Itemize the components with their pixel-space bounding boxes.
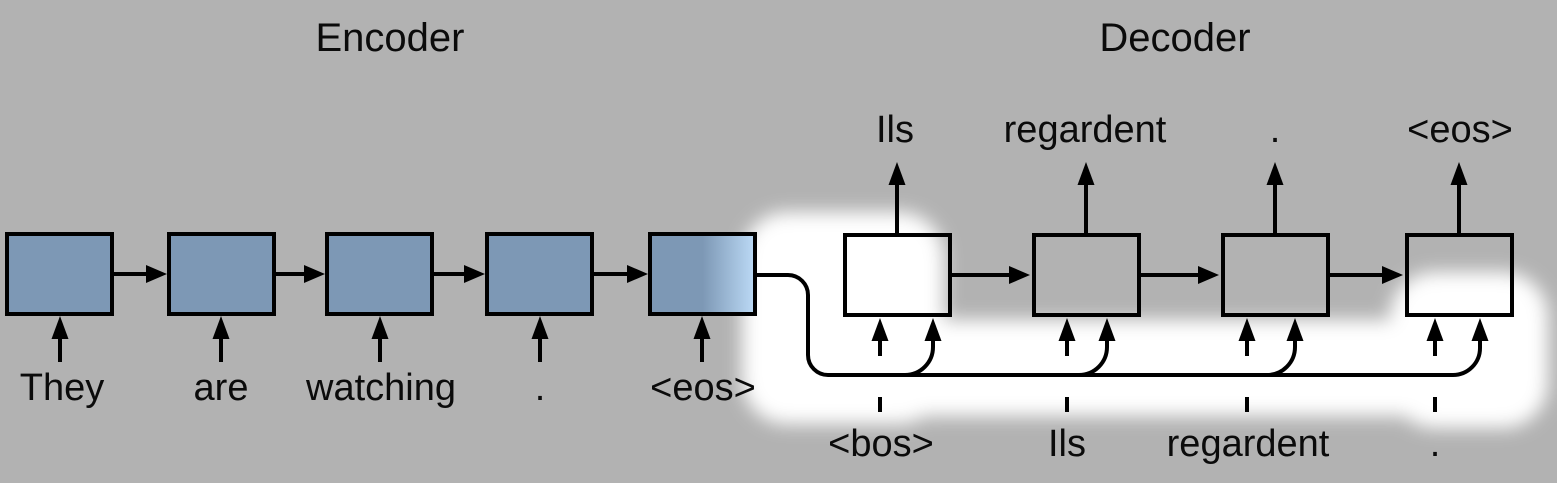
decoder-step-arrow — [1328, 266, 1403, 284]
decoder-step-arrows — [950, 266, 1403, 284]
decoder-highlight-blob — [742, 212, 1548, 428]
encoder-input-arrows — [51, 316, 711, 362]
encoder-step-arrow — [112, 265, 167, 283]
decoder-input-label: Ils — [1048, 423, 1086, 465]
decoder-input-labels: <bos> Ils regardent . — [828, 423, 1440, 465]
decoder-input-ticks — [878, 397, 1437, 412]
decoder-input-arrow — [871, 318, 889, 356]
encoder-cell-5-state — [648, 232, 757, 316]
decoder-input-label: . — [1430, 423, 1441, 465]
encoder-cell-3 — [325, 232, 434, 316]
encoder-cell-2 — [167, 232, 276, 316]
decoder-input-arrow — [1426, 318, 1444, 356]
encoder-title: Encoder — [316, 16, 465, 60]
decoder-output-label: . — [1270, 109, 1281, 151]
context-arrowhead — [1471, 318, 1489, 341]
encoder-step-arrow — [274, 265, 325, 283]
encoder-input-label: They — [20, 367, 104, 409]
decoder-output-label: regardent — [1004, 109, 1167, 151]
encoder-input-label: watching — [305, 367, 456, 409]
context-branch-arrow — [904, 340, 935, 377]
decoder-output-arrow — [1077, 162, 1095, 235]
decoder-output-arrow — [1450, 162, 1468, 235]
context-branch-arrow — [1266, 340, 1297, 377]
decoder-title: Decoder — [1099, 16, 1250, 60]
decoder-output-arrow — [1266, 162, 1284, 235]
encoder-input-label: <eos> — [650, 367, 756, 409]
context-arrowhead — [924, 318, 942, 341]
highlight-shape-right — [1390, 272, 1548, 428]
encoder-input-labels: They are watching . <eos> — [20, 367, 756, 409]
decoder-output-arrow — [888, 162, 906, 235]
decoder-output-label: Ils — [876, 109, 914, 151]
encoder-input-arrow — [531, 316, 549, 362]
decoder-output-labels: Ils regardent . <eos> — [876, 109, 1513, 151]
decoder-input-arrows — [871, 318, 1444, 356]
encoder-input-arrow — [51, 316, 69, 362]
encoder-step-arrow — [432, 265, 485, 283]
context-connection — [755, 273, 1489, 377]
decoder-input-label: regardent — [1167, 423, 1330, 465]
decoder-input-arrow — [1058, 318, 1076, 356]
context-arrowhead — [1098, 318, 1116, 341]
encoder-step-arrows — [112, 265, 648, 283]
context-branch-arrow — [1078, 340, 1109, 377]
encoder-input-arrow — [212, 316, 230, 362]
encoder-input-label: . — [535, 367, 546, 409]
encoder-input-label: are — [194, 367, 249, 409]
encoder-cell-4 — [485, 232, 594, 316]
context-arrowhead — [1286, 318, 1304, 341]
encoder-step-arrow — [592, 265, 648, 283]
decoder-input-arrow — [1238, 318, 1256, 356]
context-connection-line — [755, 273, 1482, 377]
encoder-cells — [5, 232, 757, 316]
decoder-input-label: <bos> — [828, 423, 934, 465]
decoder-step-arrow — [1139, 266, 1219, 284]
decoder-output-label: <eos> — [1407, 109, 1513, 151]
encoder-input-arrow — [693, 316, 711, 362]
decoder-step-arrow — [950, 266, 1030, 284]
decoder-output-arrows — [888, 162, 1468, 235]
encoder-input-arrow — [371, 316, 389, 362]
highlight-shape-band — [745, 320, 1540, 416]
encoder-cell-1 — [5, 232, 114, 316]
